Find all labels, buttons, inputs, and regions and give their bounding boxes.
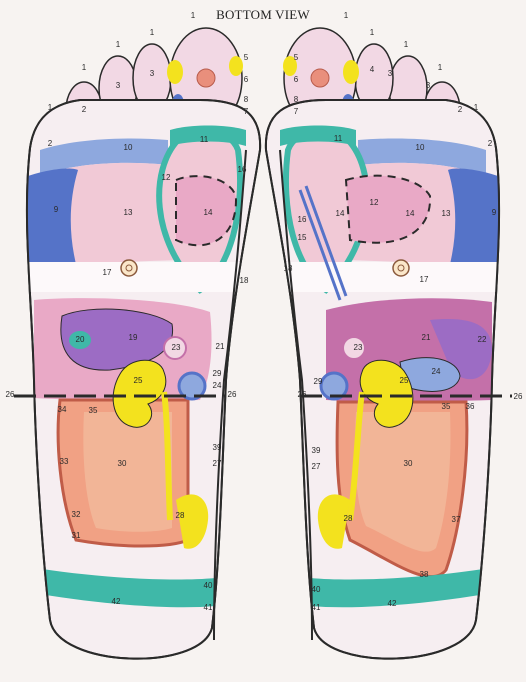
right-zone-label: 27 [312, 462, 321, 471]
right-zone-label: 36 [466, 402, 475, 411]
right-zone-label: 16 [298, 215, 307, 224]
left-zone-label: 1 [150, 28, 155, 37]
right-zone-label: 12 [370, 198, 379, 207]
left-zone-label: 20 [76, 335, 85, 344]
left-zone-label: 3 [150, 69, 155, 78]
right-zone-label: 35 [442, 402, 451, 411]
right-zone-label: 1 [438, 63, 443, 72]
left-zone-label: 16 [238, 165, 247, 174]
left-spiral-17 [121, 260, 137, 276]
left-zone-label: 24 [213, 381, 222, 390]
right-zone-label: 18 [284, 264, 293, 273]
right-zone-label: 24 [432, 367, 441, 376]
right-spiral-17 [393, 260, 409, 276]
left-zone-label: 41 [204, 603, 213, 612]
right-zone-label: 42 [388, 599, 397, 608]
left-zone-label: 39 [213, 443, 222, 452]
left-toe-zone-5b [229, 56, 243, 76]
right-zone-label: 26 [298, 390, 307, 399]
left-zone-label: 30 [118, 459, 127, 468]
left-zone-label: 7 [244, 107, 249, 116]
right-zone-label: 37 [452, 515, 461, 524]
left-zone-label: 17 [103, 268, 112, 277]
right-zone-label: 14 [336, 209, 345, 218]
left-zone-label: 28 [176, 511, 185, 520]
right-zone-label: 1 [370, 28, 375, 37]
right-zone-label: 22 [478, 335, 487, 344]
right-zone-label: 10 [416, 143, 425, 152]
left-zone-label: 25 [134, 376, 143, 385]
right-zone-label: 13 [442, 209, 451, 218]
right-zone-label: 4 [370, 65, 375, 74]
left-zone-label: 9 [54, 205, 59, 214]
right-toe-zone-6 [311, 69, 329, 87]
right-zone-label: 11 [334, 134, 343, 143]
right-zone-label: 3 [388, 69, 393, 78]
right-zone-label: 29 [314, 377, 323, 386]
left-zone-label: 27 [213, 459, 222, 468]
left-zone-label: 13 [124, 208, 133, 217]
right-zone-label: 5 [294, 53, 299, 62]
left-zone-label: 23 [172, 343, 181, 352]
left-zone-label: 34 [58, 405, 67, 414]
left-zone-label: 26 [228, 390, 237, 399]
right-zone-label: 2 [488, 139, 493, 148]
right-zone-label: 38 [420, 570, 429, 579]
right-zone-label: 15 [298, 233, 307, 242]
left-zone-label: 3 [116, 81, 121, 90]
right-zone-label: 25 [400, 376, 409, 385]
right-zone-label: 40 [312, 585, 321, 594]
left-zone-label: 1 [82, 63, 87, 72]
left-zone-30 [83, 412, 172, 532]
left-zone-label: 2 [48, 139, 53, 148]
right-zone-label: 2 [458, 105, 463, 114]
left-zone-label: 18 [240, 276, 249, 285]
right-zone-label: 17 [420, 275, 429, 284]
left-zone-label: 10 [124, 143, 133, 152]
right-zone-label: 7 [294, 107, 299, 116]
right-zone-label: 6 [294, 75, 299, 84]
right-zone-label: 8 [294, 95, 299, 104]
left-zone-label: 14 [204, 208, 213, 217]
right-zone-label: 39 [312, 446, 321, 455]
left-zone-label: 31 [72, 531, 81, 540]
left-zone-label: 8 [244, 95, 249, 104]
left-zone-label: 35 [89, 406, 98, 415]
left-zone-label: 1 [116, 40, 121, 49]
left-zone-label: 42 [112, 597, 121, 606]
left-zone-label: 6 [244, 75, 249, 84]
right-zone-label: 1 [404, 40, 409, 49]
left-zone-label: 26 [6, 390, 15, 399]
right-zone-label: 3 [426, 81, 431, 90]
right-zone-label: 41 [312, 603, 321, 612]
left-toe-zone-6 [197, 69, 215, 87]
left-zone-label: 5 [244, 53, 249, 62]
right-zone-label: 9 [492, 208, 497, 217]
left-zone-label: 1 [48, 103, 53, 112]
right-zone-label: 30 [404, 459, 413, 468]
left-zone-label: 2 [82, 105, 87, 114]
left-zone-label: 12 [162, 173, 171, 182]
diagram-title: BOTTOM VIEW [0, 7, 526, 23]
right-zone-label: 1 [474, 103, 479, 112]
right-zone-label: 23 [354, 343, 363, 352]
left-zone-label: 40 [204, 581, 213, 590]
right-zone-label: 21 [422, 333, 431, 342]
right-zone-label: 28 [344, 514, 353, 523]
right-foot [266, 28, 512, 659]
left-zone-label: 33 [60, 457, 69, 466]
left-zone-label: 29 [213, 369, 222, 378]
right-zone-label: 26 [514, 392, 523, 401]
right-zone-label: 14 [406, 209, 415, 218]
left-zone-label: 11 [200, 135, 209, 144]
left-toe-zone-5 [167, 60, 183, 84]
left-zone-label: 32 [72, 510, 81, 519]
left-zone-label: 21 [216, 342, 225, 351]
left-zone-label: 19 [129, 333, 138, 342]
right-toe-zone-4 [343, 60, 359, 84]
right-zone-17 [276, 262, 506, 292]
